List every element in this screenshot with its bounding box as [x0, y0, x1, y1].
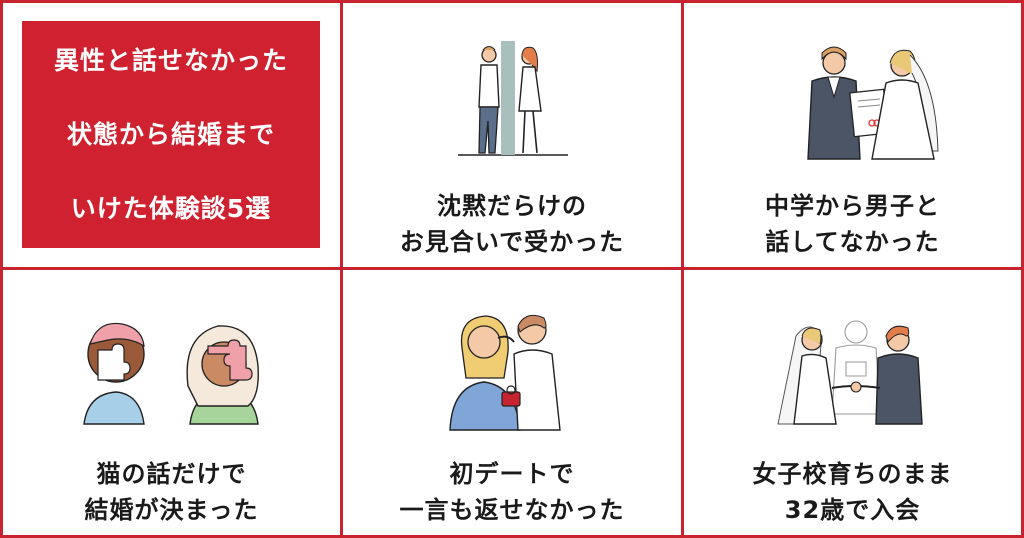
grid-line-mid	[0, 267, 1024, 270]
title-cell: 異性と話せなかった 状態から結婚まで いけた体験談5選	[0, 0, 341, 268]
couple-back-to-back-illustration	[458, 41, 568, 156]
title-box: 異性と話せなかった 状態から結婚まで いけた体験談5選	[22, 21, 320, 248]
wedding-ceremony-illustration	[777, 320, 923, 425]
story-caption-5: 女子校育ちのまま 32歳で入会	[752, 460, 953, 524]
story-caption-3: 猫の話だけで 結婚が決まった	[84, 460, 259, 524]
story-card-3[interactable]: 猫の話だけで 結婚が決まった	[3, 270, 340, 535]
title-line-2: 状態から結婚まで	[66, 120, 275, 149]
title-line-1: 異性と話せなかった	[53, 46, 288, 75]
grid-line-top	[0, 0, 1024, 3]
story-card-1[interactable]: 沈黙だらけの お見合いで受かった	[343, 3, 681, 267]
story-card-2[interactable]: 中学から男子と 話してなかった	[684, 3, 1021, 267]
puzzle-heads-illustration	[83, 322, 259, 425]
page-title: 異性と話せなかった 状態から結婚まで いけた体験談5選	[54, 5, 288, 264]
story-caption-4: 初デートで 一言も返せなかった	[399, 460, 625, 524]
title-line-3: いけた体験談5選	[70, 194, 272, 223]
story-card-4[interactable]: 初デートで 一言も返せなかった	[343, 270, 681, 535]
wedding-couple-certificate-illustration	[807, 46, 939, 160]
proposal-ring-illustration	[449, 314, 561, 431]
story-caption-1: 沈黙だらけの お見合いで受かった	[399, 192, 625, 256]
story-card-5[interactable]: 女子校育ちのまま 32歳で入会	[684, 270, 1021, 535]
story-caption-2: 中学から男子と 話してなかった	[765, 192, 940, 256]
grid-line-bottom	[0, 535, 1024, 538]
